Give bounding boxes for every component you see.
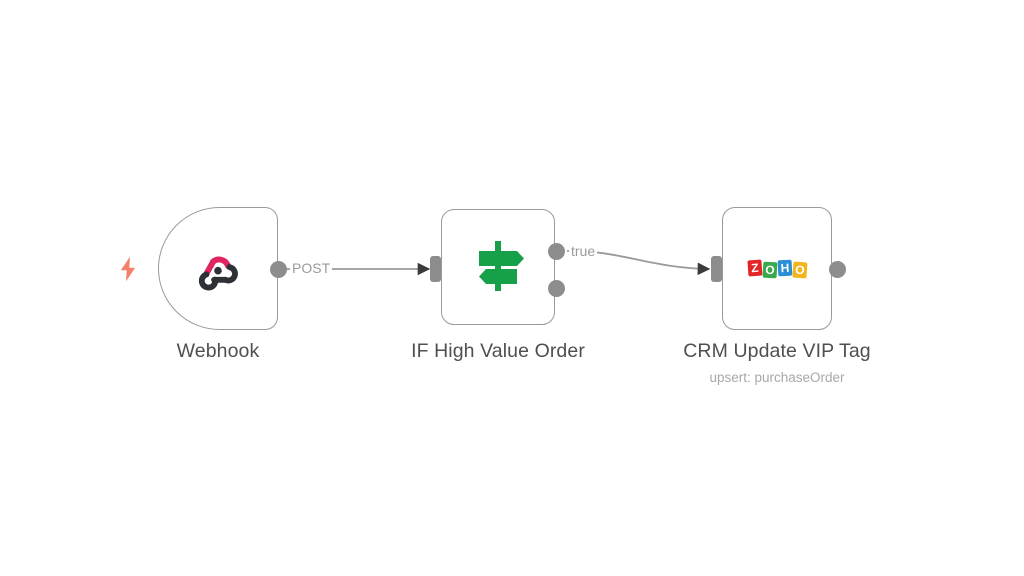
- edge-label-post: POST: [290, 260, 333, 276]
- signpost-icon: [442, 210, 554, 324]
- zoho-letter-o1: O: [762, 261, 777, 278]
- node-label-webhook: Webhook: [176, 340, 260, 362]
- zoho-letter-z: Z: [746, 259, 762, 276]
- if-output-port-true[interactable]: [548, 243, 565, 260]
- if-input-port[interactable]: [430, 256, 441, 282]
- webhook-icon: [159, 208, 277, 329]
- node-if-high-value-order[interactable]: [441, 209, 555, 325]
- zoho-letter-h: H: [777, 259, 792, 276]
- if-output-port-false[interactable]: [548, 280, 565, 297]
- zoho-letter-o2: O: [791, 261, 807, 278]
- node-crm-update-vip-tag[interactable]: Z O H O: [722, 207, 832, 330]
- node-webhook[interactable]: [158, 207, 278, 330]
- webhook-output-port[interactable]: [270, 261, 287, 278]
- node-label-if: IF High Value Order: [411, 340, 585, 362]
- edge-label-true: true: [569, 243, 598, 259]
- node-label-crm: CRM Update VIP Tag: [683, 340, 871, 362]
- crm-output-port[interactable]: [829, 261, 846, 278]
- crm-input-port[interactable]: [711, 256, 722, 282]
- zoho-icon: Z O H O: [723, 208, 831, 329]
- trigger-bolt-icon: [117, 256, 139, 287]
- node-sublabel-crm: upsert: purchaseOrder: [709, 370, 845, 385]
